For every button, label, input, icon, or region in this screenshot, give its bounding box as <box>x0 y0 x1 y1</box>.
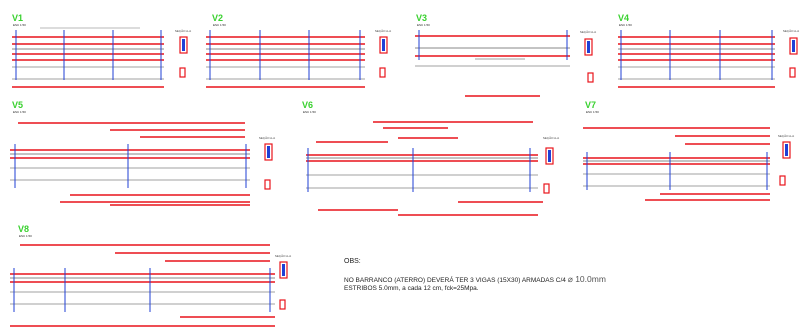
beam-title: V3 <box>416 13 428 23</box>
section-label: SEÇÃO A-A <box>579 30 597 34</box>
beam-scale: ESC 1:50 <box>19 234 32 238</box>
beam-v6: V6 ESC 1:50 SEÇÃO A-A <box>298 100 573 225</box>
beam-scale: ESC 1:50 <box>417 23 430 27</box>
beam-title: V6 <box>302 100 314 110</box>
beam-title: V8 <box>18 224 30 234</box>
beam-v5: V5 ESC 1:50 SEÇÃO A-A <box>0 100 290 220</box>
beam-v1: V1 ESC 1:50 SEÇÃO A-A <box>0 0 200 100</box>
beam-drawing <box>206 30 388 88</box>
section-label: SEÇÃO A-A <box>374 29 392 33</box>
beam-scale: ESC 1:50 <box>213 23 226 27</box>
section-label: SEÇÃO A-A <box>258 136 276 140</box>
beam-v3: V3 ESC 1:50 SEÇÃO A-A <box>405 0 610 100</box>
beam-drawing <box>12 27 188 88</box>
beam-drawing <box>10 122 273 206</box>
beam-title: V4 <box>618 13 630 23</box>
beam-drawing <box>415 30 594 97</box>
beam-scale: ESC 1:50 <box>13 23 26 27</box>
beam-title: V7 <box>585 100 597 110</box>
beam-scale: ESC 1:50 <box>13 110 26 114</box>
beam-drawing <box>10 244 288 327</box>
beam-drawing <box>583 127 791 201</box>
beam-title: V2 <box>212 13 224 23</box>
notes-block: OBS: NO BARRANCO (ATERRO) DEVERÁ TER 3 V… <box>344 258 724 293</box>
beam-drawing <box>306 121 554 216</box>
notes-line-1-text: NO BARRANCO (ATERRO) DEVERÁ TER 3 VIGAS … <box>344 277 566 284</box>
beam-drawing <box>618 30 798 88</box>
beam-v8: V8 ESC 1:50 SEÇÃO A-A <box>0 222 320 334</box>
notes-line-1-diameter: ⌀ 10.0mm <box>567 274 606 284</box>
beam-scale: ESC 1:50 <box>303 110 316 114</box>
section-label: SEÇÃO A-A <box>777 134 795 138</box>
beam-title: V1 <box>12 13 24 23</box>
section-label: SEÇÃO A-A <box>174 29 192 33</box>
beam-v4: V4 ESC 1:50 SEÇÃO A-A <box>610 0 810 100</box>
section-label: SEÇÃO A-A <box>274 254 292 258</box>
notes-line-1: NO BARRANCO (ATERRO) DEVERÁ TER 3 VIGAS … <box>344 275 724 285</box>
notes-line-2: ESTRIBOS 5.0mm, a cada 12 cm, fck=25Mpa. <box>344 285 479 292</box>
beam-v7: V7 ESC 1:50 SEÇÃO A-A <box>575 100 810 220</box>
beam-scale: ESC 1:50 <box>586 110 599 114</box>
notes-title: OBS: <box>344 258 361 265</box>
beam-scale: ESC 1:50 <box>619 23 632 27</box>
beam-title: V5 <box>12 100 24 110</box>
section-label: SEÇÃO A-A <box>542 136 560 140</box>
beam-v2: V2 ESC 1:50 SEÇÃO A-A <box>200 0 400 100</box>
section-label: SEÇÃO A-A <box>782 29 800 33</box>
